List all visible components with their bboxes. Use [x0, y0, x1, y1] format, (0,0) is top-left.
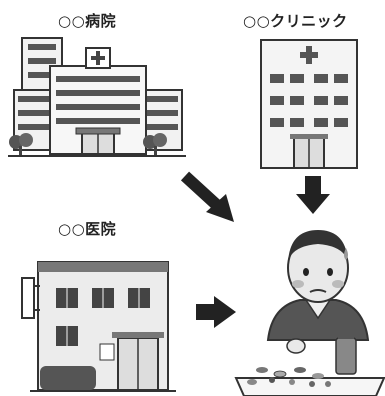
arrow-iin-to-patient-icon [196, 296, 236, 328]
patient-illustration [234, 230, 385, 396]
iin-illustration [21, 261, 176, 392]
hospital-illustration [8, 37, 186, 157]
clinic-label: ○○クリニック [243, 12, 348, 30]
iin-label: ○○医院 [58, 220, 117, 238]
arrow-clinic-to-patient-icon [296, 176, 330, 214]
arrow-hospital-to-patient-icon [180, 171, 234, 222]
hospital-label: ○○病院 [58, 12, 117, 30]
clinic-illustration [260, 39, 358, 169]
